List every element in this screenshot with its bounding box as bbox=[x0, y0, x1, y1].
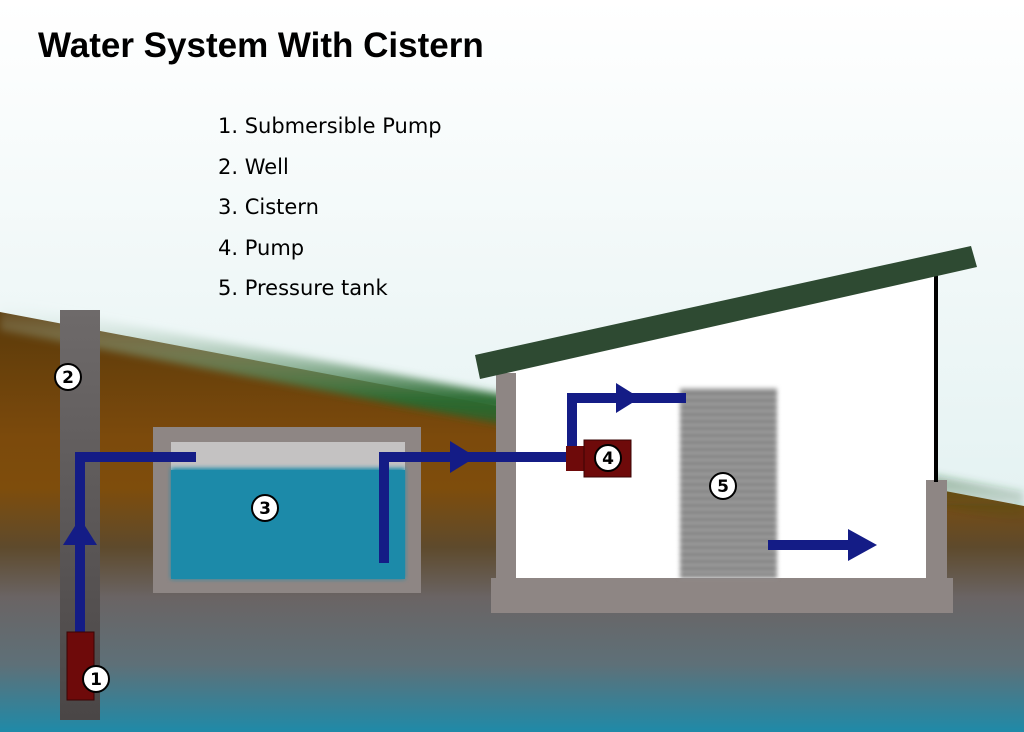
arrow-to-tank bbox=[616, 383, 640, 413]
diagram-title: Water System With Cistern bbox=[38, 26, 484, 65]
legend-item: 5. Pressure tank bbox=[218, 276, 388, 300]
pipe-well-to-cistern bbox=[75, 452, 196, 545]
marker-4: 4 bbox=[594, 444, 622, 472]
marker-circle bbox=[594, 444, 622, 472]
marker-circle bbox=[54, 363, 82, 391]
pipes bbox=[75, 393, 850, 640]
marker-number: 2 bbox=[62, 368, 74, 388]
legend: 1. Submersible Pump 2. Well 3. Cistern 4… bbox=[218, 112, 442, 315]
cistern-water-body bbox=[171, 470, 405, 579]
marker-number: 5 bbox=[717, 477, 729, 497]
pump-inlet bbox=[566, 446, 584, 471]
marker-circle bbox=[709, 472, 737, 500]
arrow-outlet bbox=[848, 529, 877, 561]
marker-5: 5 bbox=[709, 472, 737, 500]
house-left-wall bbox=[496, 373, 516, 583]
legend-item: 4. Pump bbox=[218, 235, 305, 260]
legend-item: 3. Cistern bbox=[218, 195, 319, 219]
house-foundation bbox=[491, 578, 953, 613]
marker-number: 3 bbox=[259, 499, 271, 519]
flow-arrows bbox=[63, 383, 877, 561]
arrow-up bbox=[63, 518, 97, 545]
marker-circle bbox=[82, 665, 110, 693]
pipe-pump-to-tank bbox=[567, 393, 686, 457]
marker-2: 2 bbox=[54, 363, 82, 391]
marker-number: 1 bbox=[90, 670, 102, 690]
pipe-cistern-to-pump bbox=[379, 452, 572, 563]
legend-item: 2. Well bbox=[218, 154, 289, 179]
marker-3: 3 bbox=[251, 494, 279, 522]
house-right-wall bbox=[926, 480, 947, 583]
roof bbox=[475, 246, 977, 379]
marker-1: 1 bbox=[82, 665, 110, 693]
marker-number: 4 bbox=[602, 449, 614, 469]
arrow-to-pump bbox=[450, 441, 476, 473]
legend-item: 1. Submersible Pump bbox=[218, 114, 442, 138]
marker-circle bbox=[251, 494, 279, 522]
